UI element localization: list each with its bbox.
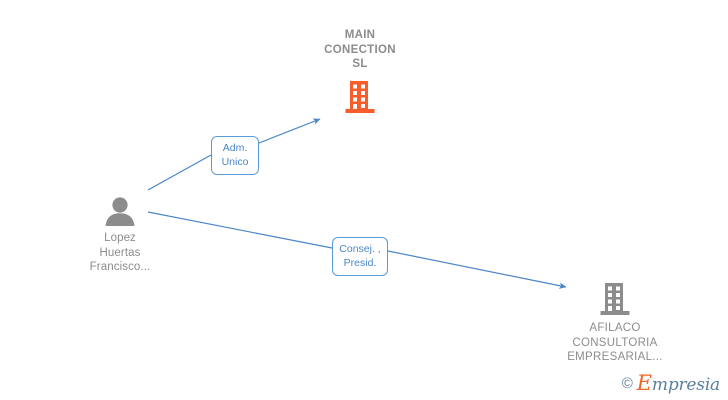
node-person-label: Lopez Huertas Francisco... <box>89 232 151 273</box>
empresia-logo-rest: mpresia <box>651 375 720 395</box>
node-main-conection-label: MAIN CONECTION SL <box>324 29 396 70</box>
building-icon <box>540 282 690 316</box>
copyright-icon: © <box>621 375 633 392</box>
empresia-watermark: © Empresia <box>622 373 720 394</box>
node-afilaco-consultoria[interactable]: AFILACO CONSULTORIA EMPRESARIAL... <box>540 282 690 365</box>
empresia-logo-lead: E <box>636 371 652 395</box>
edge-adm-unico-segment-in <box>147 154 212 191</box>
empresia-logo: Empresia <box>637 373 720 394</box>
node-main-conection-sl[interactable]: MAIN CONECTION SL <box>285 28 435 114</box>
building-icon <box>285 80 435 114</box>
node-afilaco-label: AFILACO CONSULTORIA EMPRESARIAL... <box>567 322 663 363</box>
person-icon <box>45 196 195 226</box>
edge-label-adm-unico[interactable]: Adm. Unico <box>211 136 259 175</box>
edge-label-consej-presid[interactable]: Consej. , Presid. <box>332 237 388 276</box>
edge-adm-unico-segment-out <box>258 118 321 144</box>
node-person-lopez-huertas[interactable]: Lopez Huertas Francisco... <box>45 196 195 275</box>
